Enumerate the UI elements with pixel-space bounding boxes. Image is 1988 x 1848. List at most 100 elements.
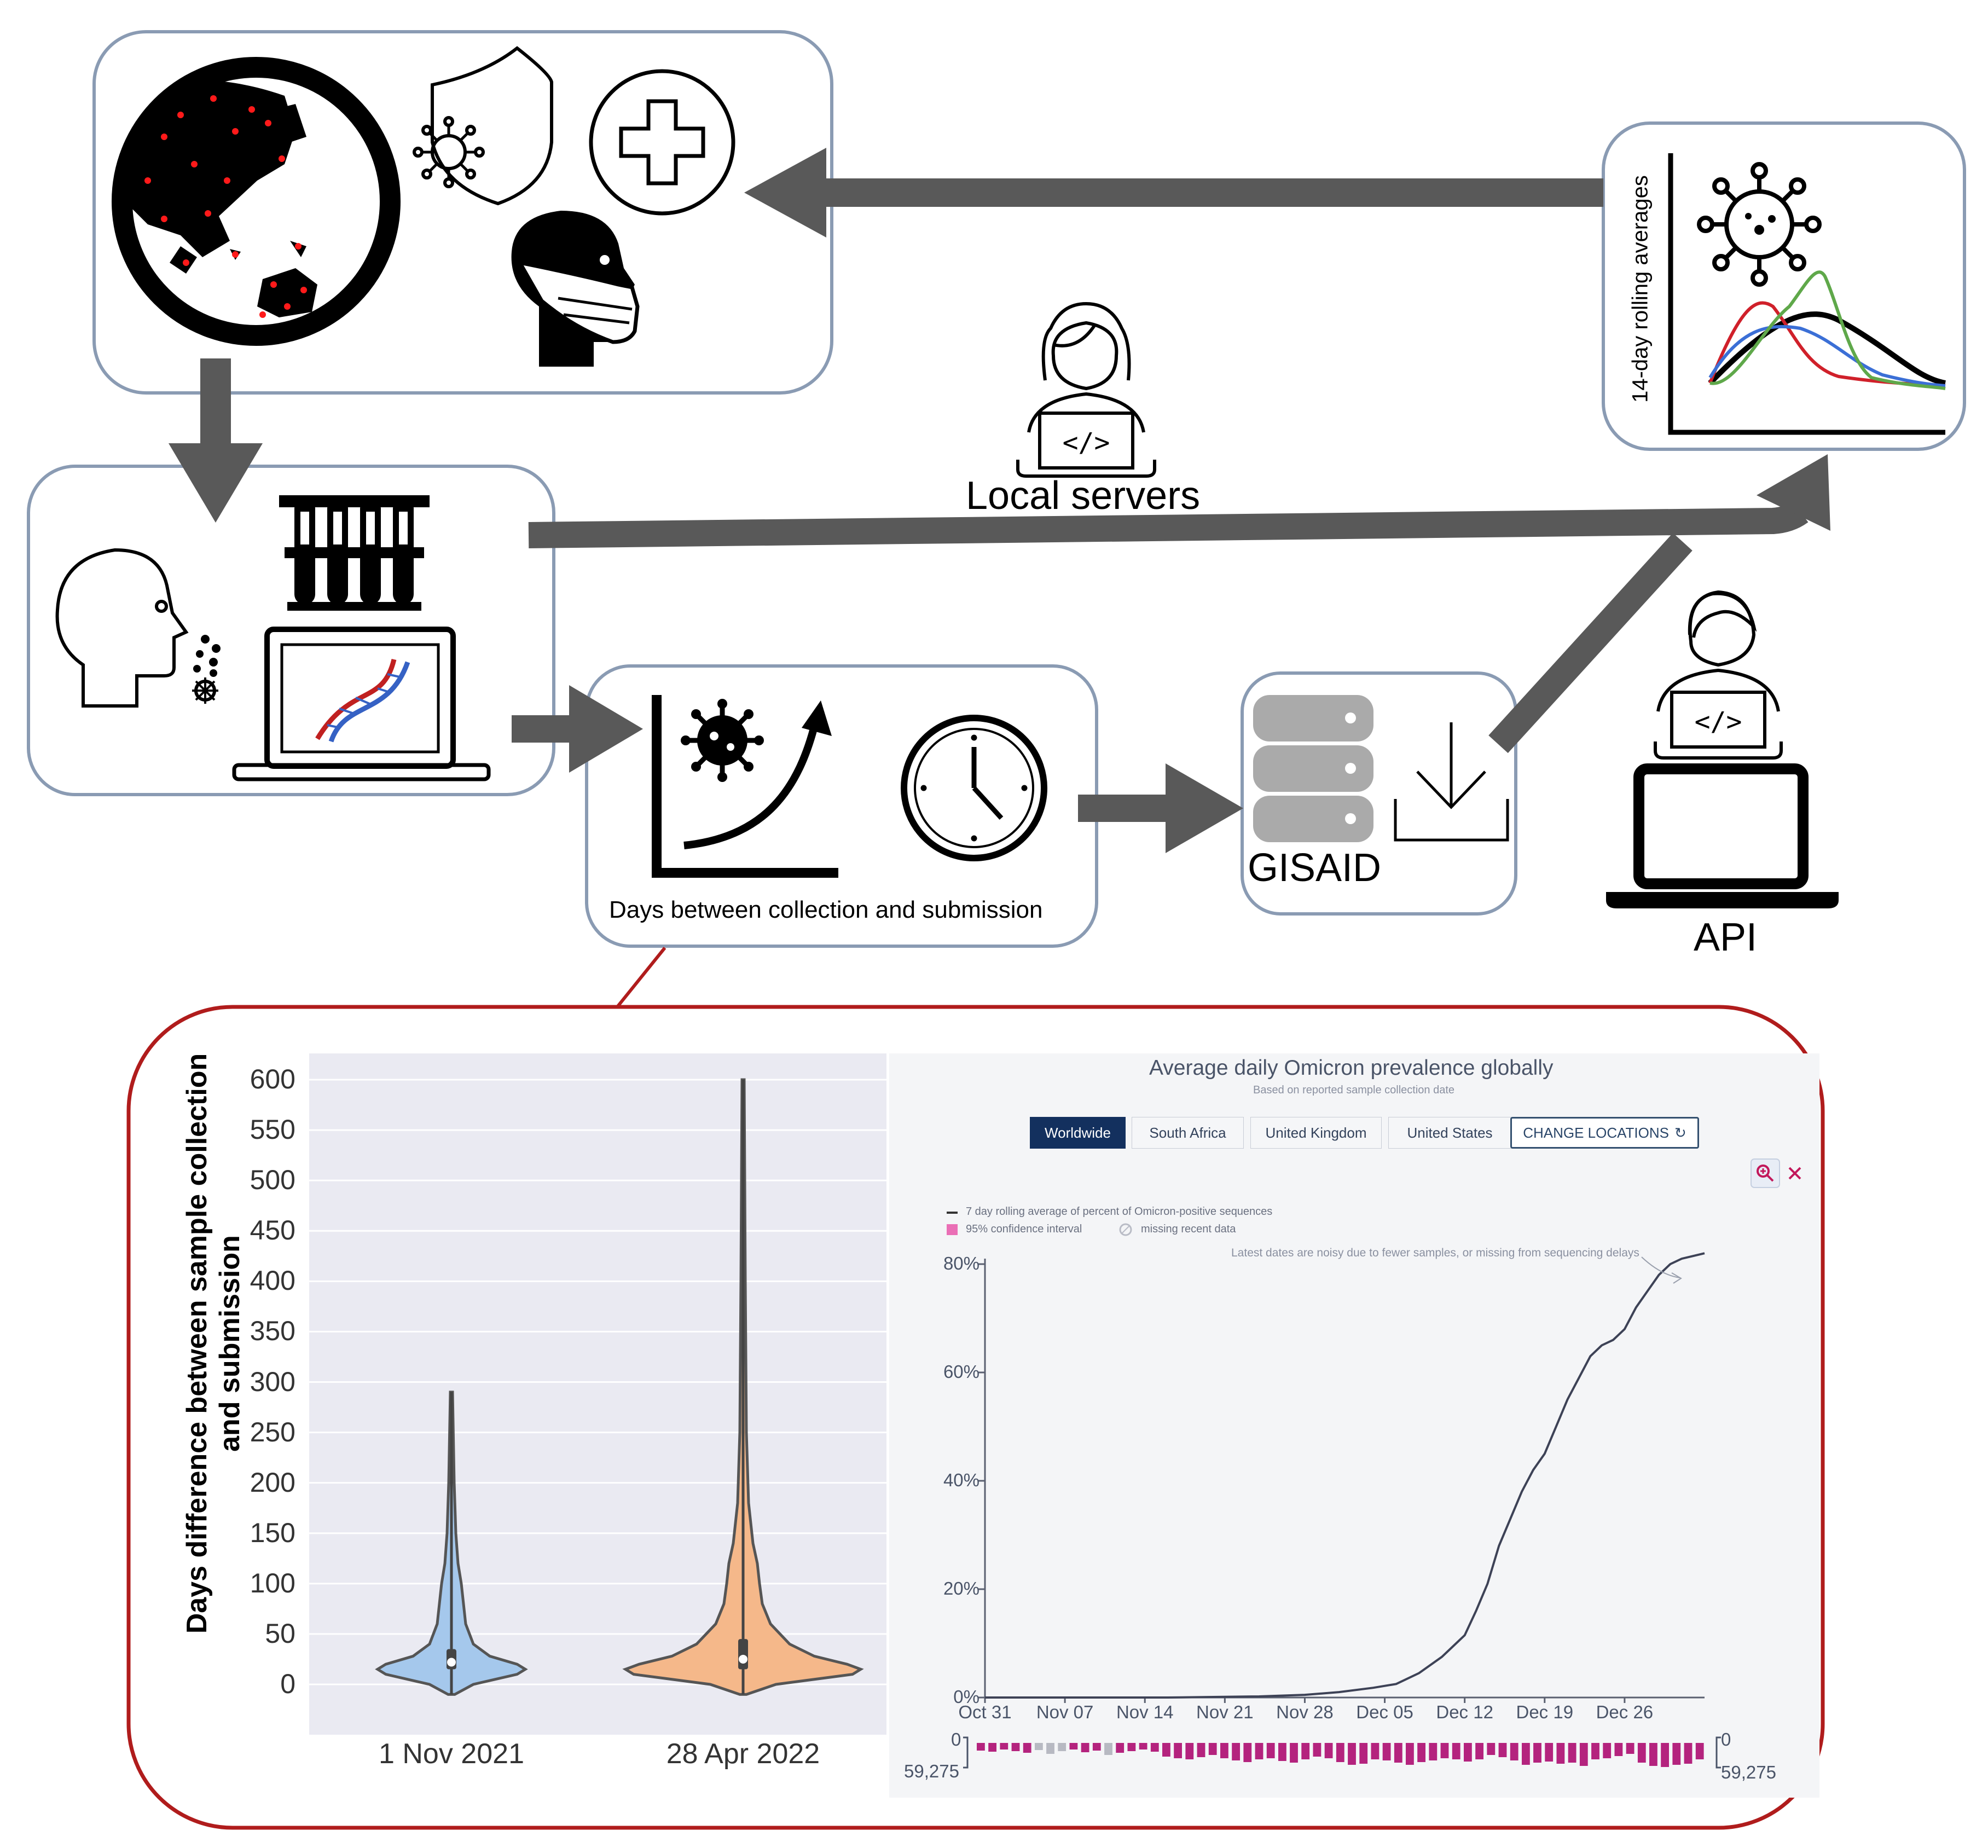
callout-line bbox=[616, 947, 666, 1008]
count-bar bbox=[1522, 1743, 1530, 1765]
location-button-worldwide[interactable]: Worldwide bbox=[1030, 1117, 1126, 1149]
violin-plot bbox=[375, 1078, 864, 1696]
days-between-label: Days between collection and submission bbox=[609, 896, 1043, 923]
count-bar bbox=[1255, 1743, 1263, 1759]
count-bar bbox=[977, 1743, 985, 1751]
medical-cross-icon bbox=[589, 69, 735, 216]
box-surveillance bbox=[92, 30, 833, 395]
omicron-y-tick: 40% bbox=[943, 1470, 979, 1490]
count-bar bbox=[1440, 1743, 1449, 1758]
legend-line-label: 7 day rolling average of percent of Omic… bbox=[966, 1206, 1273, 1218]
count-bar bbox=[1197, 1743, 1205, 1757]
change-locations-button[interactable]: CHANGE LOCATIONS↻ bbox=[1510, 1117, 1699, 1149]
count-bar bbox=[1092, 1743, 1101, 1751]
violin-y-tick: 500 bbox=[250, 1165, 295, 1196]
count-bar bbox=[1185, 1743, 1194, 1759]
api-label: API bbox=[1694, 916, 1758, 959]
violin-median-marker bbox=[447, 1658, 456, 1667]
count-bar bbox=[1591, 1743, 1599, 1759]
omicron-x-tick: Dec 12 bbox=[1436, 1702, 1493, 1722]
count-bar bbox=[1348, 1743, 1356, 1765]
sequence-count-bars bbox=[977, 1743, 1704, 1767]
count-bar bbox=[1359, 1743, 1368, 1764]
count-bar bbox=[1081, 1743, 1089, 1752]
virus-shield-icon bbox=[413, 46, 553, 206]
count-bar bbox=[1139, 1743, 1147, 1749]
count-bar bbox=[1035, 1743, 1043, 1750]
omicron-x-tick: Oct 31 bbox=[958, 1702, 1012, 1722]
count-bar bbox=[1000, 1743, 1009, 1749]
count-bar bbox=[1429, 1743, 1438, 1760]
count-bar bbox=[1278, 1743, 1286, 1761]
count-bar bbox=[1208, 1743, 1217, 1755]
count-bar bbox=[1498, 1743, 1507, 1757]
curves-chart-icon bbox=[1668, 153, 1946, 435]
violin-y-tick: 450 bbox=[250, 1215, 295, 1246]
omicron-x-tick: Dec 26 bbox=[1596, 1702, 1654, 1722]
count-bar bbox=[1649, 1743, 1657, 1766]
count-bar bbox=[1162, 1743, 1170, 1757]
count-bar bbox=[1150, 1743, 1159, 1752]
arrow-delay-to-gisaid bbox=[1078, 763, 1243, 853]
masked-person-icon bbox=[511, 211, 640, 367]
count-bar bbox=[1104, 1743, 1112, 1755]
violin-iqr-box bbox=[738, 1639, 748, 1670]
coder-woman-icon: </> bbox=[1016, 302, 1156, 478]
change-locations-label: CHANGE LOCATIONS bbox=[1523, 1124, 1669, 1141]
count-bar bbox=[1464, 1743, 1472, 1762]
count-axis-bottom-right: 59,275 bbox=[1721, 1762, 1776, 1782]
count-bar bbox=[1556, 1743, 1565, 1764]
omicron-x-tick: Nov 21 bbox=[1196, 1702, 1254, 1722]
box-gisaid bbox=[1241, 671, 1517, 916]
count-bar bbox=[1011, 1743, 1020, 1751]
omicron-y-tick: 0% bbox=[953, 1687, 979, 1707]
count-axis-bottom-left: 59,275 bbox=[904, 1761, 959, 1781]
reset-zoom-icon[interactable] bbox=[1788, 1167, 1801, 1180]
legend-missing-label: missing recent data bbox=[1141, 1223, 1236, 1235]
omicron-y-tick: 80% bbox=[943, 1253, 979, 1273]
sick-person-icon bbox=[55, 548, 221, 708]
violin-plot-bg bbox=[309, 1053, 886, 1735]
count-bar bbox=[1336, 1743, 1344, 1762]
count-axis-top-left: 0 bbox=[951, 1729, 961, 1749]
count-bar bbox=[1487, 1743, 1496, 1755]
count-bar bbox=[1232, 1743, 1240, 1760]
count-bar bbox=[1545, 1743, 1554, 1762]
omicron-y-tick: 20% bbox=[943, 1578, 979, 1598]
download-icon bbox=[1394, 722, 1509, 842]
globe-icon bbox=[112, 57, 401, 346]
local-servers-label: Local servers bbox=[966, 474, 1201, 518]
count-bar bbox=[1603, 1743, 1612, 1758]
location-button-united-kingdom[interactable]: United Kingdom bbox=[1250, 1117, 1382, 1149]
count-bar bbox=[1614, 1743, 1623, 1756]
location-button-united-states[interactable]: United States bbox=[1388, 1117, 1511, 1149]
coder-man-icon: </> bbox=[1654, 590, 1783, 760]
violin-y-tick: 200 bbox=[250, 1467, 295, 1498]
count-bar bbox=[1417, 1743, 1425, 1762]
count-bar bbox=[1116, 1743, 1125, 1753]
location-button-south-africa[interactable]: South Africa bbox=[1132, 1117, 1244, 1149]
count-bar bbox=[1313, 1743, 1322, 1757]
count-bar bbox=[1475, 1743, 1483, 1759]
noisy-dates-annotation: Latest dates are noisy due to fewer samp… bbox=[1231, 1247, 1639, 1259]
count-bar bbox=[1661, 1743, 1669, 1767]
count-bar bbox=[1510, 1743, 1518, 1760]
omicron-prevalence-line bbox=[985, 1252, 1705, 1699]
count-bar bbox=[1046, 1743, 1054, 1754]
zoom-icon[interactable] bbox=[1751, 1158, 1780, 1188]
count-bar bbox=[1058, 1743, 1067, 1751]
box-rolling bbox=[1602, 121, 1966, 451]
violin-y-tick: 600 bbox=[250, 1064, 295, 1094]
omicron-x-tick: Nov 14 bbox=[1116, 1702, 1174, 1722]
legend-ci-label: 95% confidence interval bbox=[966, 1223, 1082, 1235]
violin-x-tick: 28 Apr 2022 bbox=[666, 1738, 820, 1770]
count-bar bbox=[1626, 1743, 1635, 1754]
count-bar bbox=[1371, 1743, 1380, 1759]
violin-x-tick: 1 Nov 2021 bbox=[379, 1738, 524, 1770]
clock-icon bbox=[901, 715, 1047, 861]
omicron-x-tick: Dec 05 bbox=[1356, 1702, 1413, 1722]
violin-y-tick: 550 bbox=[250, 1114, 295, 1145]
gisaid-label: GISAID bbox=[1248, 846, 1382, 890]
annotation-arrow bbox=[1641, 1256, 1682, 1284]
count-bar bbox=[1290, 1743, 1298, 1763]
